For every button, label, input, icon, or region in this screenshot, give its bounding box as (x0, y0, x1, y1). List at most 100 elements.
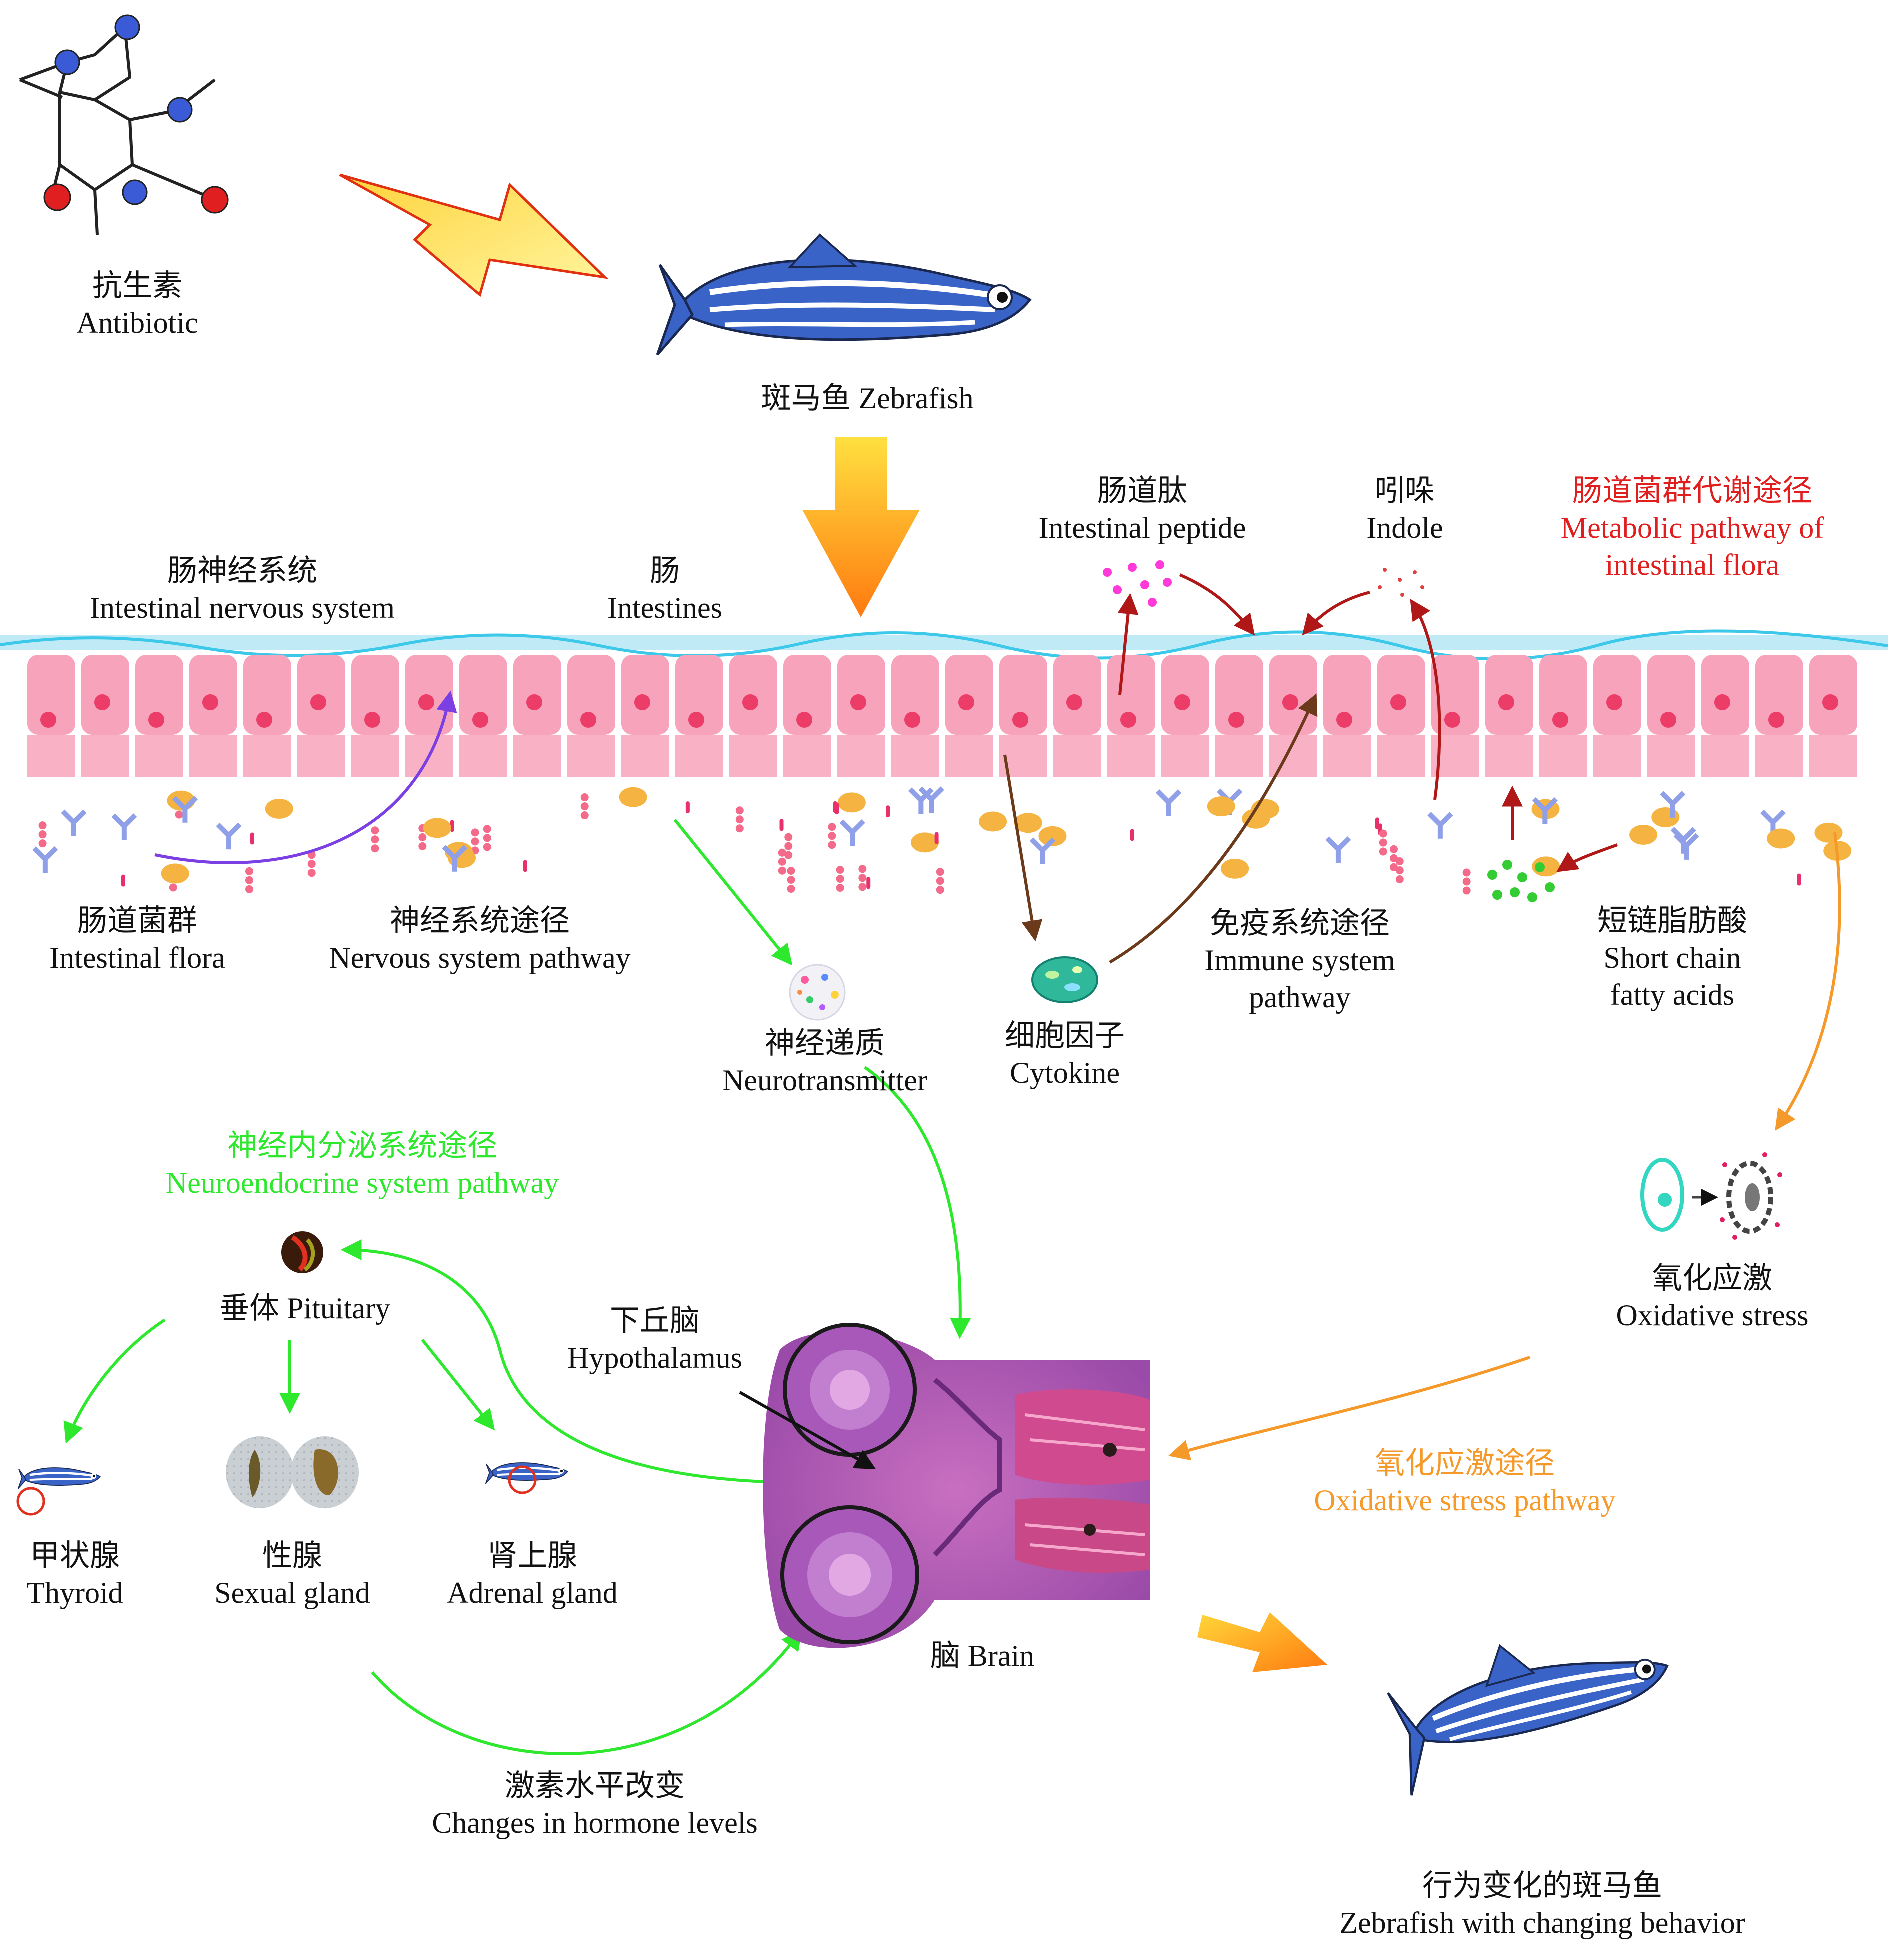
microbe (1379, 829, 1388, 856)
microvilli (946, 735, 994, 777)
microbe (784, 833, 793, 859)
intestinal-peptide-dots (1103, 560, 1172, 612)
cytokine-arrow (1004, 754, 1043, 942)
microvilli (244, 735, 292, 777)
epithelial-cell (244, 655, 292, 735)
microbe (911, 832, 940, 853)
microbe (308, 851, 316, 877)
flora-to-indole-arrow (1410, 598, 1442, 800)
microbe (523, 860, 528, 872)
cell-nucleus (1228, 712, 1244, 728)
microbe (858, 865, 867, 891)
microvilli (82, 735, 130, 777)
microbe (32, 846, 58, 873)
microbe (936, 868, 944, 894)
microbe (246, 867, 254, 893)
microvilli (1702, 735, 1750, 777)
epithelial-cell (1702, 655, 1750, 735)
microbe (1014, 813, 1042, 833)
cell-nucleus (1714, 694, 1730, 710)
epithelial-cell (568, 655, 616, 735)
cell-nucleus (850, 694, 866, 710)
microbe (866, 877, 871, 889)
microbe (1396, 857, 1404, 884)
microvilli (676, 735, 724, 777)
microbe (908, 787, 934, 814)
microbe (1326, 836, 1352, 863)
microbe (1156, 789, 1182, 816)
epithelial-cell (136, 655, 184, 735)
microbe (1207, 796, 1236, 817)
microbe (161, 863, 190, 884)
cell-nucleus (472, 712, 488, 728)
epithelial-cell (1648, 655, 1696, 735)
oxstress-to-brain-arrow (1168, 1356, 1530, 1461)
cell-nucleus (742, 694, 758, 710)
microbe (619, 787, 648, 807)
cell-nucleus (796, 712, 812, 728)
microvilli (784, 735, 832, 777)
microvilli (352, 735, 400, 777)
flora-to-neurotransmitter-arrow (674, 819, 793, 966)
microbe (61, 809, 87, 837)
zebrafish-icon (656, 233, 1032, 356)
microbe (833, 801, 838, 813)
microbe (580, 793, 589, 820)
microvilli (730, 735, 778, 777)
peptide-to-immune-arrow (1179, 573, 1256, 636)
microvilli (1378, 735, 1426, 777)
scfa-dots (1488, 860, 1555, 902)
microvilli (298, 735, 346, 777)
zebrafish-label: 斑马鱼 Zebrafish (761, 382, 974, 415)
microbe (1038, 826, 1067, 846)
epithelial-cell (460, 655, 508, 735)
microvilli (1324, 735, 1372, 777)
microbe (216, 822, 242, 850)
cell-nucleus (1390, 694, 1406, 710)
epithelial-cell (1810, 655, 1858, 735)
cell-nucleus (526, 694, 542, 710)
epithelial-cell (406, 655, 454, 735)
microbe (780, 819, 784, 831)
microbe (686, 801, 690, 814)
microvilli (190, 735, 238, 777)
microbe (112, 813, 138, 840)
thyroid-marker-icon (16, 1487, 46, 1516)
microbe (1652, 807, 1680, 827)
pituitary-icon (282, 1231, 324, 1273)
epithelial-cell (1054, 655, 1102, 735)
intestinal-flora (32, 786, 1852, 895)
microbe (787, 867, 796, 893)
microvilli (892, 735, 940, 777)
microbe (250, 832, 254, 845)
microbe (1390, 845, 1398, 871)
thyroid-fish-icon (18, 1467, 101, 1489)
microvilli (1540, 735, 1588, 777)
epithelial-cell (1594, 655, 1642, 735)
epithelial-cell (352, 655, 400, 735)
microbe (483, 825, 492, 851)
epithelial-cell (1432, 655, 1480, 735)
cell-nucleus (688, 712, 704, 728)
epithelial-cell (1108, 655, 1156, 735)
cell-nucleus (958, 694, 974, 710)
cell-nucleus (904, 712, 920, 728)
pituitary-label: 垂体 Pituitary (220, 1292, 390, 1325)
microvilli (568, 735, 616, 777)
cell-nucleus (1498, 694, 1514, 710)
cell-nucleus (1768, 712, 1784, 728)
microbe (838, 792, 866, 813)
adrenal-marker-icon (508, 1465, 537, 1494)
microvilli (622, 735, 670, 777)
microvilli (1054, 735, 1102, 777)
cell-nucleus (1120, 712, 1136, 728)
